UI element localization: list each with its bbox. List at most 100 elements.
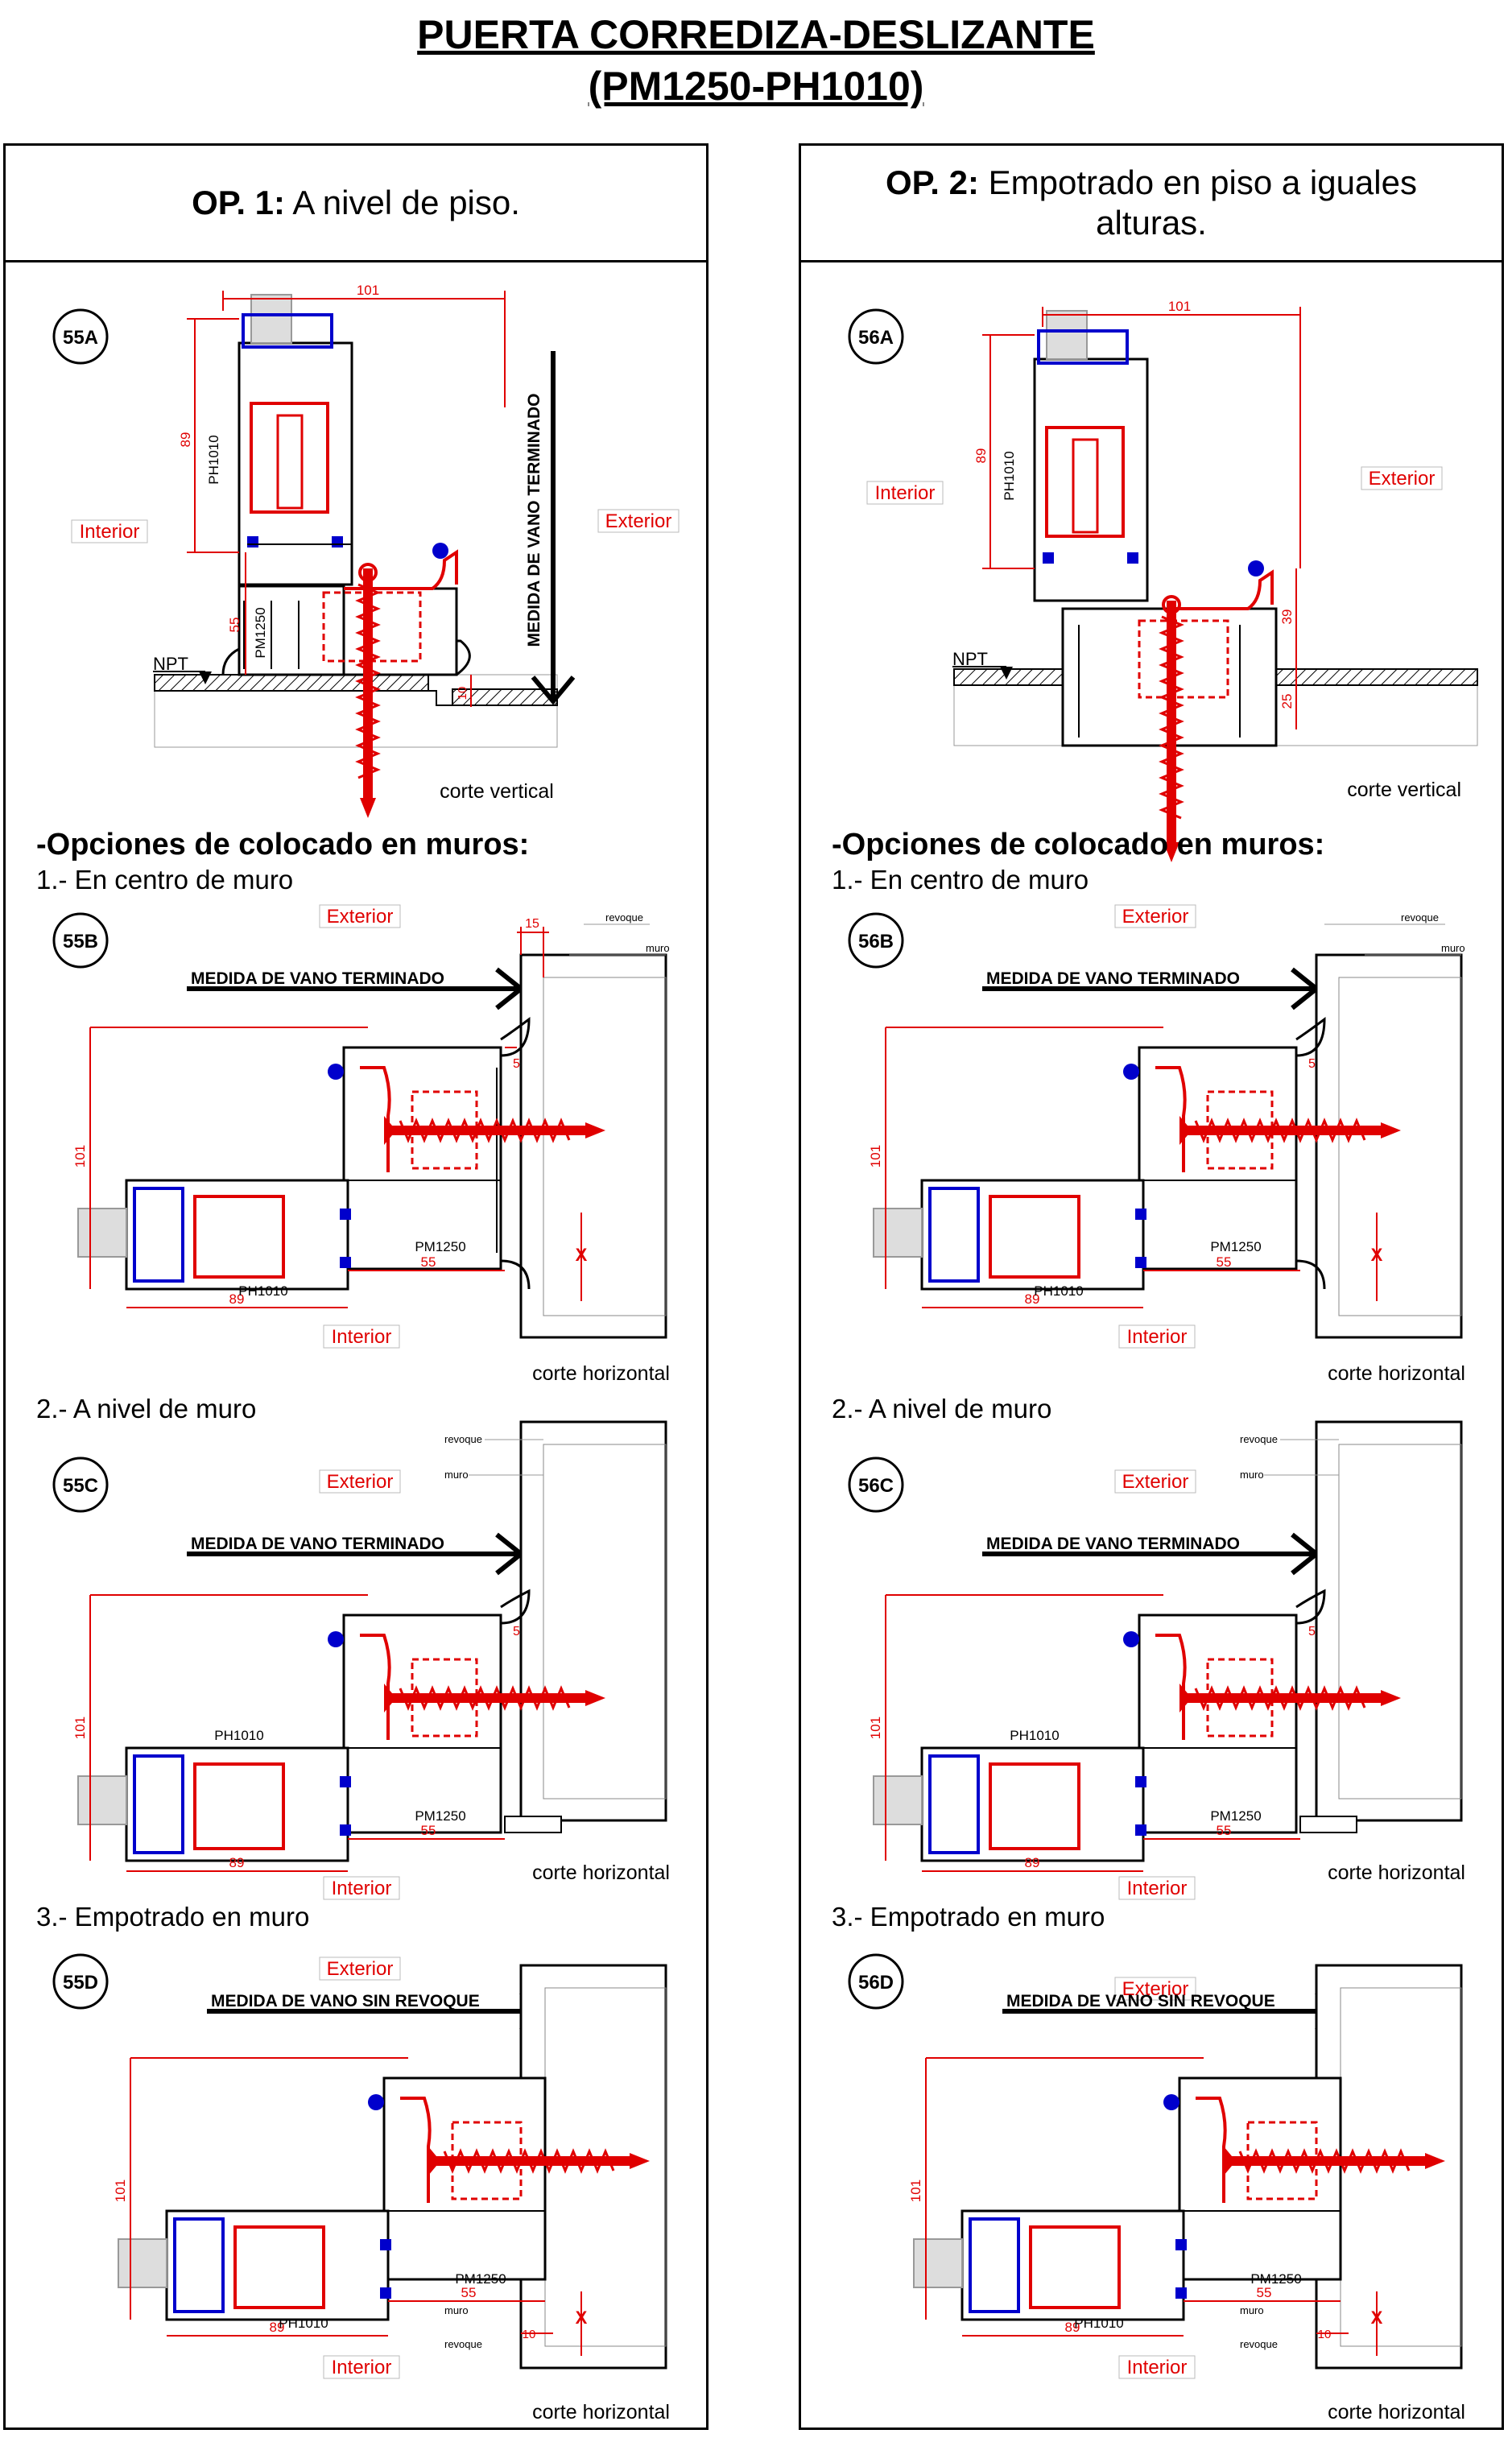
vano-label: MEDIDA DE VANO SIN REVOQUE [211,1992,480,2010]
pm1250-fin [1295,1589,1326,1625]
pm1250-profile [1178,2076,1342,2281]
seal-block [380,2239,391,2250]
glass [77,1208,127,1258]
interior-label: Interior [332,1326,392,1348]
screw-head [384,1684,396,1713]
pm1250-profile [1138,1614,1298,1834]
dim-55: 55 [461,2285,477,2300]
pm1250-label: PM1250 [253,607,268,658]
npt-arrow [1000,667,1013,680]
dim-101: 101 [868,1145,883,1167]
glass [1046,310,1088,360]
dim-101: 101 [113,2180,128,2202]
ph1010-profile [920,1746,1145,1862]
option-title: 1.- En centro de muro [36,865,293,895]
closure-strip [504,1816,562,1833]
glass [118,2238,167,2288]
glass [873,1208,923,1258]
ph1010-profile [920,1179,1145,1291]
cut-label: corte horizontal [1328,1362,1465,1385]
dim-39: 39 [1279,609,1295,625]
npt-arrow [199,671,212,684]
pm1250-fin [500,1259,531,1290]
dim-5: 5 [513,1625,520,1638]
pm1250-profile [342,1046,502,1271]
op-label: OP. 2: [886,163,979,201]
pm1250-profile [1138,1046,1298,1271]
panel-drawing: 56A Interior Exterior NPT [832,299,1478,2423]
screw-thread [399,1685,571,1711]
seal-ext [432,543,448,559]
option-embedded-wall: 3.- Empotrado en muro 56D Exterior Inter… [832,1902,1465,2423]
seal-block [1135,1776,1146,1787]
option-flush-wall: 2.- A nivel de muro 55C Exterior Interio… [36,1394,670,1900]
ph1010-label: PH1010 [1074,2316,1123,2331]
interior-label-box [1118,2355,1196,2379]
floor-step [428,675,452,706]
vano-arrow-head [531,676,576,705]
muro-label: muro [646,942,670,954]
screw-head [428,2147,440,2175]
option-center-wall: 1.- En centro de muro 55B Exterior Inter… [36,865,670,1385]
ph1010-label: PH1010 [238,1283,287,1299]
dim-55: 55 [421,1823,436,1838]
exterior-label: Exterior [1122,906,1189,928]
ph1010-reinforcement [1029,2225,1121,2309]
ph1010-reinforcement [193,1762,285,1850]
pm1250-fin [1295,1016,1326,1057]
seal-ext [368,2094,384,2110]
glazing-bead [1037,329,1129,365]
exterior-label: Exterior [1122,1471,1189,1493]
seal-block [340,1257,351,1268]
npt-label: NPT [952,649,988,669]
seal-ext [1163,2094,1179,2110]
pm1250-label: PM1250 [1210,1239,1261,1254]
badge-label: 56D [858,1972,894,1994]
ph1010-reinforcement [233,2225,325,2309]
vano-label: MEDIDA DE VANO TERMINADO [191,969,444,988]
glazing-bead [133,1187,184,1283]
wall [1315,1420,1463,1822]
screw-tip [1425,2153,1445,2169]
rain-channel [1167,569,1274,610]
glazing-bead [173,2217,225,2313]
screw-head [1179,1116,1192,1145]
rain-channel [1155,1634,1187,1740]
section-vertical: 55A Interior Exterior NPT [52,283,680,818]
option-title: 1.- En centro de muro [832,865,1089,895]
seal-ext [328,1631,344,1647]
screw-tip [1163,842,1179,862]
exterior-label-box [319,904,401,928]
muro-label: muro [1240,1469,1264,1481]
ph1010-reinforcement [989,1762,1080,1850]
cut-label: corte horizontal [532,2401,670,2423]
section-badge [52,912,109,969]
ph1010-label: PH1010 [214,1728,263,1743]
screw-tip [1381,1122,1401,1138]
screw-tip [360,798,376,818]
interior-label: Interior [332,1878,392,1899]
exterior-label: Exterior [1122,1978,1189,2000]
interior-label: Interior [875,482,936,504]
dim-55: 55 [1217,1823,1232,1838]
pm1250-fin [500,1016,531,1057]
ph1010-reinforcement [193,1195,285,1279]
wall [1315,953,1463,1339]
panel-op2: OP. 2: Empotrado en piso a iguales altur… [799,143,1504,2430]
screw-thread [399,1118,571,1143]
screw-tip [630,2153,650,2169]
screw-thread [1194,1685,1366,1711]
pm1250-fin [1295,1259,1326,1290]
dim-89: 89 [229,1291,245,1307]
pm1250-foot-left [221,647,240,676]
glass [250,294,292,344]
glazing-bead [242,313,333,349]
interior-label-box [323,1876,400,1900]
ph1010-profile [1033,357,1149,602]
dim-x: X [1371,2308,1383,2328]
dim-55: 55 [1257,2285,1272,2300]
glazing-bead [928,1754,980,1854]
floor-finish-ext [1275,668,1478,686]
dim-55: 55 [227,618,242,633]
wall-core [543,977,667,1316]
